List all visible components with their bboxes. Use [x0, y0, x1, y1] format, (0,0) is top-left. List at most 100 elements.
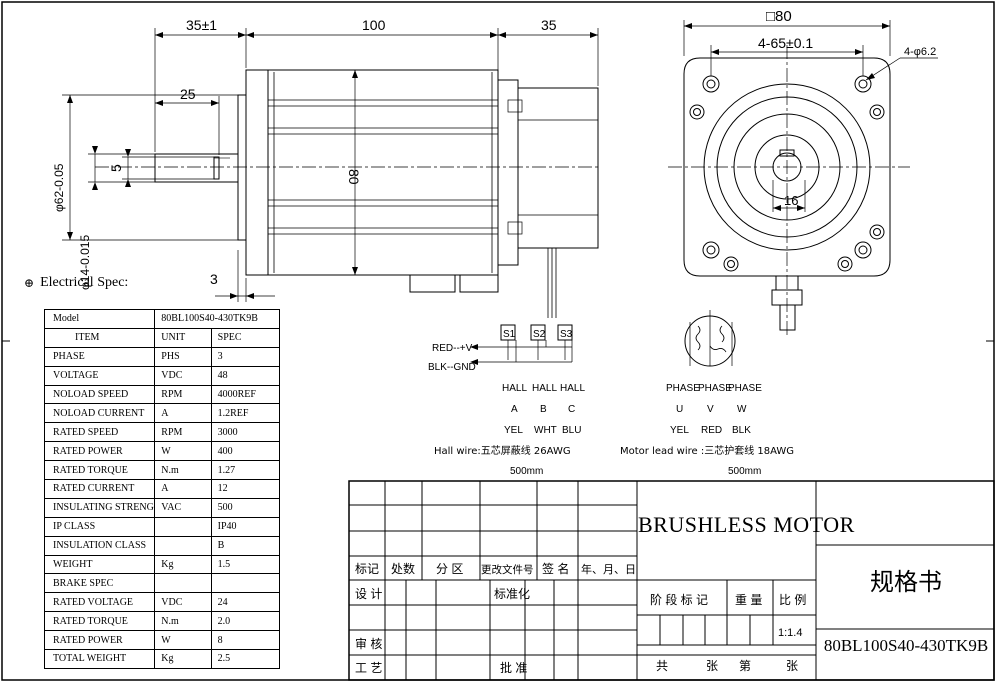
spec-value: 2.5 — [210, 649, 281, 669]
spec-row: INSULATING STRENGTHVAC500 — [43, 497, 281, 518]
tb-col-zone: 分 区 — [436, 562, 463, 576]
tb-approve: 批 准 — [500, 660, 527, 675]
motor-wire-spec: Motor lead wire :三芯护套线 18AWG — [620, 444, 794, 457]
blk-label: BLK--GND — [428, 362, 476, 373]
tb-total: 共 — [656, 659, 668, 673]
hall-letter-a: A — [511, 404, 518, 415]
lead-exits — [409, 275, 499, 293]
phase-wiring-text: PHASE PHASE PHASE U V W YEL RED BLK Moto… — [620, 383, 794, 477]
spec-value: 3000 — [210, 422, 281, 443]
spec-model-value: 80BL100S40-430TK9B — [154, 309, 280, 329]
dim-phi14: φ14-0.015 — [78, 235, 92, 290]
spec-value: B — [210, 535, 281, 556]
spec-unit: W — [154, 441, 212, 462]
front-shaft-key — [779, 149, 795, 157]
body-fins — [268, 72, 498, 273]
electrical-spec-table: Model 80BL100S40-430TK9B ITEM UNIT SPEC … — [43, 309, 281, 669]
phase-letter-u: U — [676, 404, 683, 415]
spec-item: NOLOAD SPEED — [43, 384, 156, 405]
spec-item: BRAKE SPEC — [43, 573, 156, 594]
dim-4-65: 4-65±0.1 — [758, 35, 813, 51]
hall-color-c: BLU — [562, 425, 581, 436]
dim-80-side: 80 — [346, 169, 362, 185]
dim-4-phi62: 4-φ6.2 — [904, 46, 936, 58]
spec-header-spec: SPEC — [210, 327, 281, 348]
tb-process: 工 艺 — [355, 661, 382, 675]
front-boss-outer — [703, 83, 871, 251]
flange-pilot — [237, 94, 247, 241]
spec-value: 48 — [210, 365, 281, 386]
tb-stage: 阶 段 标 记 — [650, 592, 708, 607]
front-shaft — [772, 152, 802, 182]
tb-col-date: 年、月、日 — [581, 562, 636, 576]
spec-item: WEIGHT — [43, 554, 156, 575]
tb-standard: 标准化 — [494, 587, 530, 601]
hall-s2: S2 — [533, 329, 546, 340]
spec-item: RATED TORQUE — [43, 611, 156, 632]
front-flange-square — [683, 57, 891, 277]
front-dimension-text: □80 4-65±0.1 4-φ6.2 16 — [758, 8, 936, 208]
spec-unit: Kg — [154, 649, 212, 669]
hall-letter-c: C — [568, 404, 575, 415]
phase-color-v: RED — [701, 425, 722, 436]
spec-value: 400 — [210, 441, 281, 462]
motor-body — [267, 69, 499, 276]
product-title: BRUSHLESS MOTOR — [638, 512, 855, 537]
tb-scale: 1:1.4 — [778, 627, 802, 639]
spec-item: INSULATION CLASS — [43, 535, 156, 556]
hall-wiring-text: S1 S2 S3 RED--+V BLK--GND HALL HALL HALL… — [428, 329, 585, 477]
hall-header-a: HALL — [502, 383, 527, 394]
tb-sheets: 张 — [706, 659, 718, 673]
hall-s1: S1 — [503, 329, 516, 340]
tb-col-sign: 签 名 — [542, 561, 569, 576]
tb-col-mark: 标记 — [355, 562, 379, 576]
ground-icon: ⊕ — [24, 275, 35, 290]
shaft-key — [213, 156, 220, 180]
front-bearing — [754, 134, 820, 200]
dim-3: 3 — [210, 271, 218, 287]
dim-35-1: 35±1 — [186, 17, 217, 33]
spec-item: IP CLASS — [43, 516, 156, 537]
tb-review: 审 核 — [355, 636, 382, 651]
spec-value: 4000REF — [210, 384, 281, 405]
spec-item: VOLTAGE — [43, 365, 156, 386]
spec-value: 500 — [210, 497, 281, 518]
hall-letter-b: B — [540, 404, 547, 415]
spec-unit: A — [154, 479, 212, 499]
electrical-spec-heading: ⊕ Electrical Spec: — [24, 275, 128, 291]
spec-item: PHASE — [43, 346, 156, 367]
spec-unit: N.m — [154, 460, 212, 481]
hall-color-a: YEL — [504, 425, 523, 436]
spec-value: 2.0 — [210, 611, 281, 632]
rear-cover-detail — [507, 99, 598, 235]
phase-letter-w: W — [737, 404, 747, 415]
spec-unit: N.m — [154, 611, 212, 632]
spec-item: TOTAL WEIGHT — [43, 649, 156, 669]
phase-symbol — [684, 310, 736, 367]
spec-unit: VDC — [154, 365, 212, 386]
spec-unit: VDC — [154, 592, 212, 613]
spec-value: 8 — [210, 630, 281, 651]
spec-value: 1.27 — [210, 460, 281, 481]
spec-value: 24 — [210, 592, 281, 613]
electrical-spec-title: Electrical Spec: — [40, 275, 129, 290]
hall-color-b: WHT — [534, 425, 557, 436]
rear-cover — [517, 87, 599, 249]
phase-header-u: PHASE — [666, 383, 700, 394]
spec-value — [210, 573, 281, 594]
cable-gland — [771, 276, 803, 331]
spec-item: RATED TORQUE — [43, 460, 156, 481]
tb-col-count: 处数 — [391, 561, 415, 576]
motor-front-view: □80 4-65±0.1 4-φ6.2 16 — [668, 8, 938, 335]
